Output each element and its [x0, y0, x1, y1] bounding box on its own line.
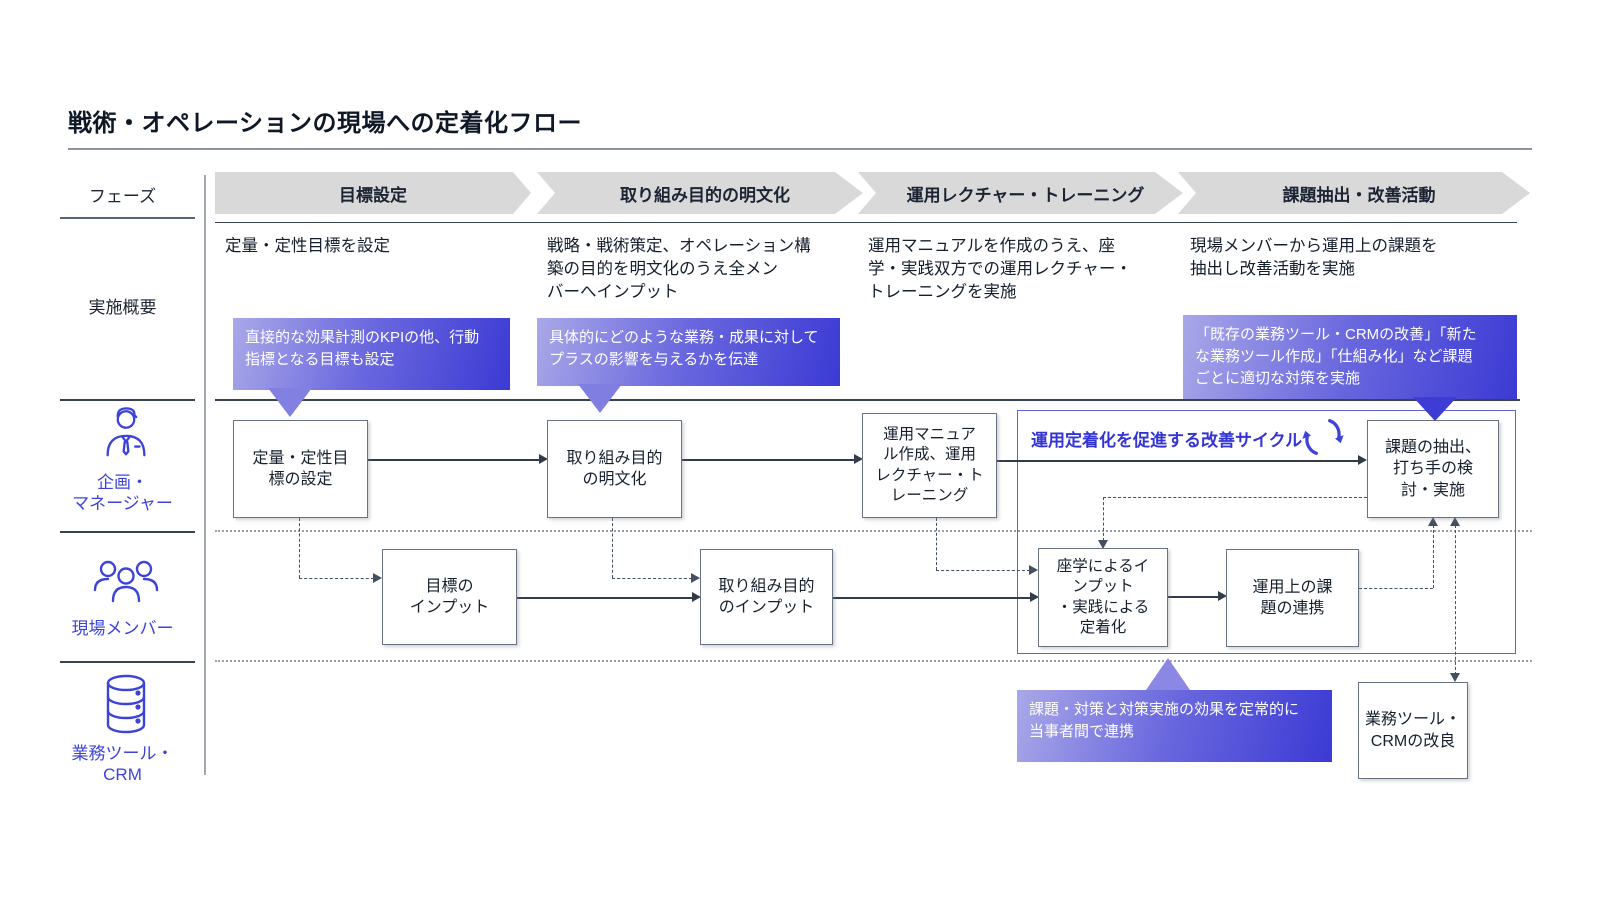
dash-clarify-right — [612, 578, 692, 579]
improvement-cycle-label: 運用定着化を促進する改善サイクル — [1031, 431, 1303, 450]
arrowhead-issue — [1358, 455, 1367, 465]
phase-desc-2: 戦略・戦術策定、オペレーション構 築の目的を明文化のうえ全メン バーへインプット — [547, 237, 811, 301]
arrow-setgoals-clarify — [368, 459, 540, 461]
callout-improvement-measures: 「既存の業務ツール・CRMの改善」「新た な業務ツール作成」「仕組み化」など課題… — [1183, 315, 1517, 399]
arrow-classroom-sharing — [1168, 596, 1219, 598]
phase-desc-3: 運用マニュアルを作成のうえ、座 学・実践双方での運用レクチャー・ トレーニングを… — [868, 237, 1132, 301]
arrowhead-purposeinput — [692, 592, 701, 602]
phase-chevron-3: 運用レクチャー・トレーニング — [858, 172, 1183, 214]
box-clarify-purpose: 取り組み目的 の明文化 — [547, 420, 682, 518]
separator-field-tools — [215, 660, 1532, 662]
phase-chevron-2: 取り組み目的の明文化 — [537, 172, 863, 214]
arrow-clarify-manual — [682, 459, 855, 461]
box-issue-extraction: 課題の抽出、 打ち手の検 討・実施 — [1367, 420, 1499, 518]
row-header-phase: フェーズ — [88, 187, 157, 206]
arrowhead-manual — [854, 454, 863, 464]
separator-overview-left — [60, 399, 195, 401]
title-underline — [68, 148, 1532, 150]
callout-share-results: 課題・対策と対策実施の効果を定常的に 当事者間で連携 — [1017, 690, 1332, 762]
row-header-overview: 実施概要 — [88, 298, 157, 317]
dash-arrowhead-issue-bottom-2 — [1450, 517, 1460, 526]
dash-issue-feedback-left — [1103, 497, 1367, 498]
box-goal-input: 目標の インプット — [382, 549, 517, 645]
phase-desc-4: 現場メンバーから運用上の課題を 抽出し改善活動を実施 — [1190, 237, 1438, 278]
dash-arrowhead-classroom — [1029, 565, 1038, 575]
callout-purpose-impact: 具体的にどのような業務・成果に対して プラスの影響を与えるかを伝達 — [537, 318, 840, 386]
box-issue-sharing: 運用上の課 題の連携 — [1226, 549, 1359, 647]
phase-label-2: 取り組み目的の明文化 — [620, 185, 790, 205]
dash-sharing-right — [1359, 588, 1433, 589]
dash-arrowhead-issue-bottom-1 — [1428, 517, 1438, 526]
callout-goal-kpi: 直接的な効果計測のKPIの他、行動 指標となる目標も設定 — [233, 318, 510, 390]
phase-chevron-4: 課題抽出・改善活動 — [1178, 172, 1530, 214]
arrow-purposeinput-classroom — [833, 597, 1031, 599]
page-title: 戦術・オペレーションの現場への定着化フロー — [68, 110, 583, 137]
team-icon — [88, 556, 164, 619]
separator-under-phases — [215, 222, 1517, 223]
separator-phase — [60, 217, 195, 219]
box-classroom-practice: 座学によるイ ンプット ・実践による 定着化 — [1038, 548, 1168, 647]
arrowhead-clarify — [539, 454, 548, 464]
dash-arrowhead-classroom-top — [1098, 540, 1108, 549]
box-set-goals: 定量・定性目 標の設定 — [233, 420, 368, 518]
dash-manual-down — [936, 518, 937, 570]
dash-manual-right — [936, 570, 1030, 571]
arrow-goalinput-purposeinput — [517, 597, 693, 599]
phase-chevron-1: 目標設定 — [215, 172, 531, 214]
separator-manager-left — [60, 531, 195, 533]
actor-label-manager: 企画・ マネージャー — [72, 473, 173, 514]
callout-goal-kpi-pointer — [268, 388, 312, 417]
dash-clarify-down — [612, 518, 613, 578]
actor-label-tools: 業務ツール・ CRM — [71, 744, 174, 785]
box-purpose-input: 取り組み目的 のインプット — [700, 549, 833, 645]
separator-manager-field — [215, 530, 1532, 532]
callout-purpose-impact-pointer — [578, 384, 622, 413]
dash-arrowhead-tools-top — [1450, 673, 1460, 682]
callout-improvement-measures-pointer — [1413, 397, 1457, 421]
dash-arrowhead-purposeinput — [691, 573, 700, 583]
actor-label-field: 現場メンバー — [71, 619, 174, 638]
person-manager-icon — [97, 403, 155, 468]
dash-setgoals-down — [299, 518, 300, 578]
dash-issue-feedback-down — [1103, 497, 1104, 541]
callout-share-results-pointer — [1146, 658, 1190, 690]
separator-field-left — [60, 661, 195, 663]
box-tool-improvement: 業務ツール・ CRMの改良 — [1358, 682, 1468, 779]
improvement-cycle-frame — [1017, 410, 1516, 654]
dash-sharing-up — [1433, 525, 1434, 588]
box-manual-training: 運用マニュア ル作成、運用 レクチャー・ト レーニング — [862, 413, 997, 518]
arrowhead-classroom — [1030, 592, 1039, 602]
phase-label-3: 運用レクチャー・トレーニング — [906, 185, 1145, 205]
column-divider — [204, 175, 206, 775]
cycle-arrows-icon — [1300, 414, 1346, 465]
arrow-manual-issue — [997, 460, 1359, 462]
dash-arrowhead-goalinput — [373, 573, 382, 583]
separator-overview-main — [215, 399, 1520, 401]
phase-desc-1: 定量・定性目標を設定 — [225, 237, 390, 255]
arrowhead-sharing — [1218, 591, 1227, 601]
database-icon — [98, 672, 154, 743]
dash-setgoals-right — [299, 578, 374, 579]
dash-issue-tools-vertical — [1455, 525, 1456, 675]
phase-label-4: 課題抽出・改善活動 — [1282, 185, 1436, 205]
phase-label-1: 目標設定 — [339, 185, 407, 205]
